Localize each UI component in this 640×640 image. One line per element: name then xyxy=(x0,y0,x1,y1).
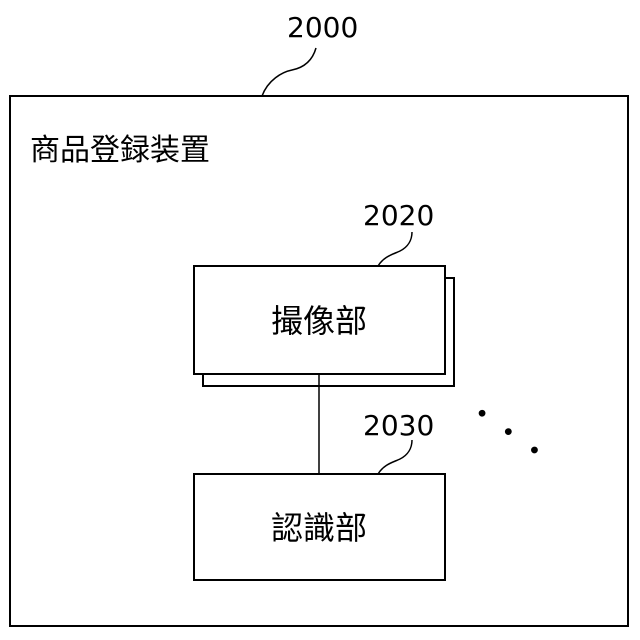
camera-unit-label: 撮像部 xyxy=(271,302,367,340)
device-title: 商品登録装置 xyxy=(30,133,210,168)
recognition-unit-ref-label: 2030 xyxy=(363,409,434,442)
device-ref-leader xyxy=(262,48,316,96)
recognition-unit-label: 認識部 xyxy=(271,509,367,547)
camera-unit-ref-label: 2020 xyxy=(363,199,434,232)
device-ref-label: 2000 xyxy=(287,11,358,44)
